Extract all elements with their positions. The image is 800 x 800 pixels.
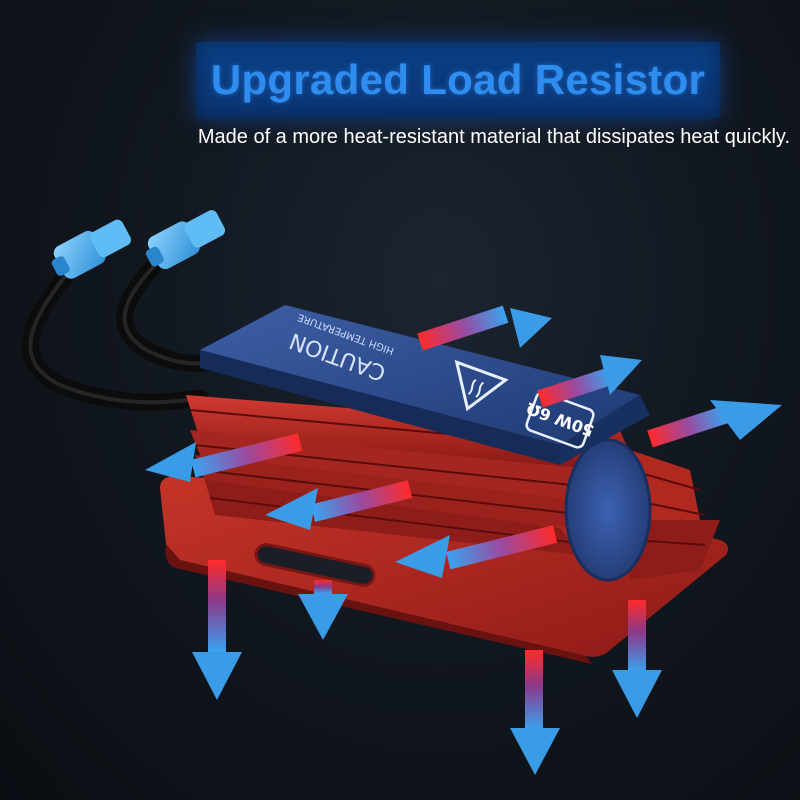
end-cap (566, 440, 650, 580)
heat-arrow-down-4 (612, 600, 662, 718)
page-subtitle: Made of a more heat-resistant material t… (197, 126, 790, 148)
title-banner: Upgraded Load Resistor (196, 42, 720, 118)
heat-arrow-down-3 (510, 650, 560, 775)
heat-arrow-upright-2 (537, 355, 642, 408)
heat-arrow-upright-3 (647, 400, 782, 448)
warning-triangle-icon (454, 359, 509, 412)
heat-arrow-left-1 (145, 433, 303, 482)
heat-arrow-down-2 (298, 580, 348, 640)
heat-arrow-down-1 (192, 560, 242, 700)
heat-arrow-left-3 (395, 525, 558, 578)
heat-arrow-upright-1 (417, 305, 552, 351)
heat-arrows (145, 305, 782, 775)
warning-label-panel (200, 305, 650, 465)
heat-arrow-left-2 (265, 480, 413, 530)
lead-wires (22, 251, 224, 411)
terminal-connectors (51, 210, 226, 279)
page-title: Upgraded Load Resistor (210, 56, 706, 103)
